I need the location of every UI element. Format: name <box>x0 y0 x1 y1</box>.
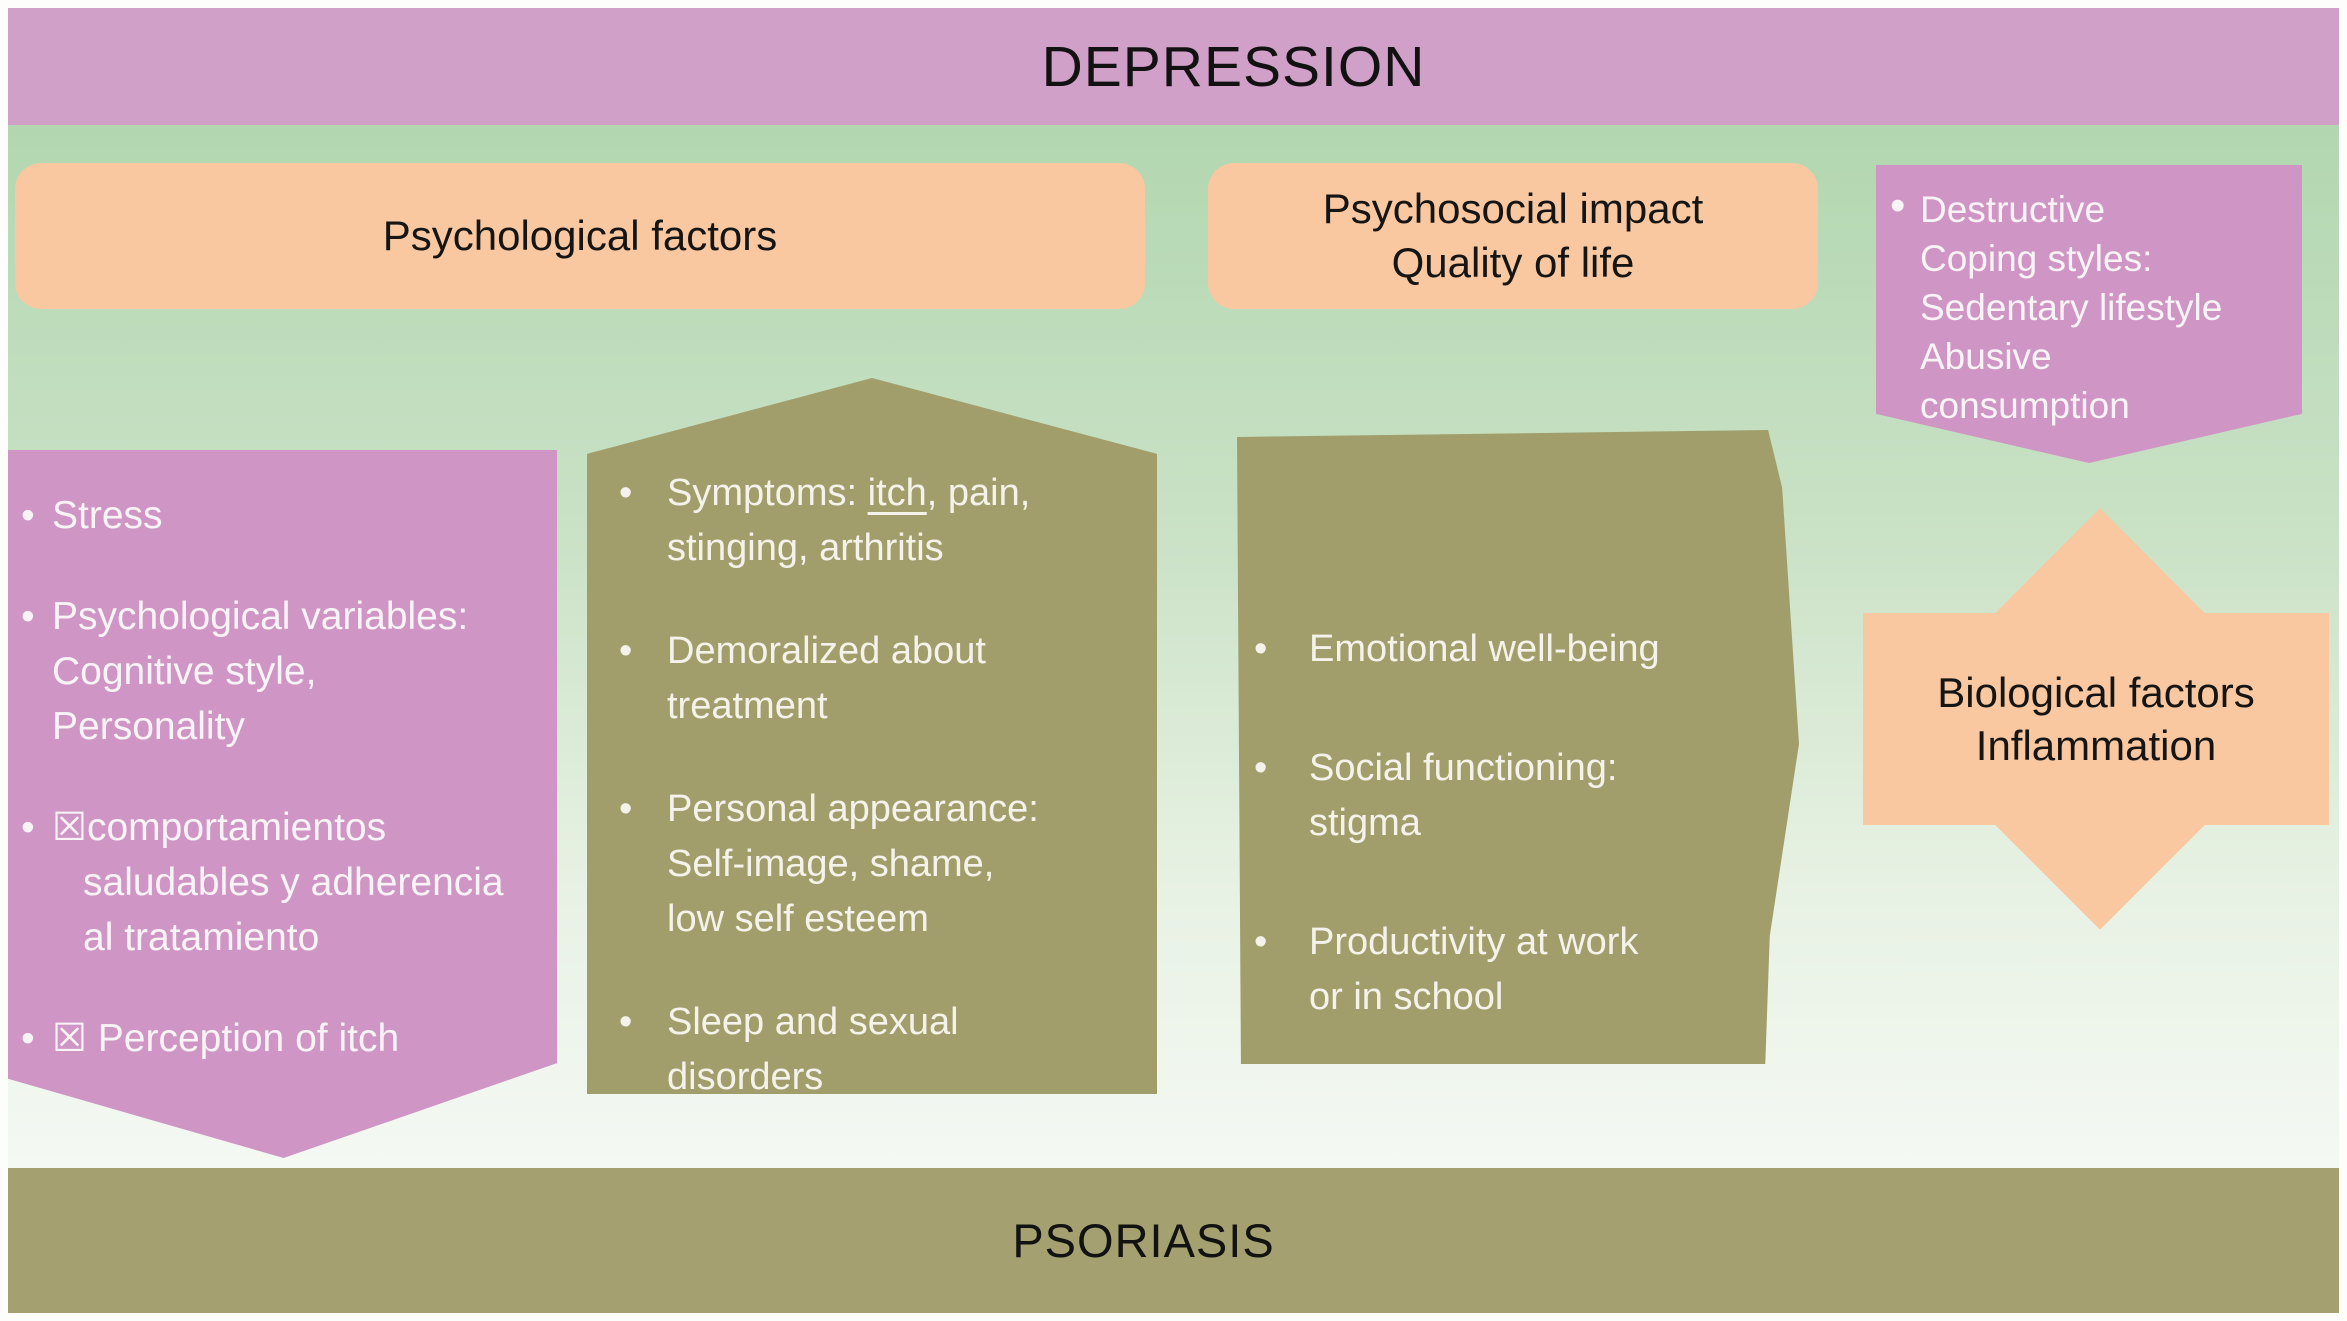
psychosocial-impact-box: Psychosocial impact Quality of life <box>1208 163 1818 309</box>
list-item: • Demoralized about treatment <box>587 624 1157 734</box>
biological-factors-label: Biological factors Inflammation <box>1937 669 2255 769</box>
list-item: • Psychological variables: Cognitive sty… <box>8 589 557 754</box>
coping-line: • Destructive <box>1890 181 2106 230</box>
list-item: • Social functioning: stigma <box>1237 741 1799 851</box>
list-item: • Personal appearance: Self-image, shame… <box>587 782 1157 947</box>
depression-band: DEPRESSION <box>8 8 2339 125</box>
list-item: • Stress <box>8 488 557 543</box>
coping-line: Coping styles: <box>1920 238 2153 279</box>
psychological-factors-label: Psychological factors <box>382 212 778 259</box>
quality-of-life-panel: • Emotional well-being • Social function… <box>1237 430 1799 1064</box>
symptoms-line: Symptoms: itch, pain, <box>667 472 1031 514</box>
depression-title: DEPRESSION <box>1041 34 1426 99</box>
bullet-icon: • <box>1254 747 1268 789</box>
bullet-icon: • <box>619 630 633 672</box>
psoriasis-band: PSORIASIS <box>8 1168 2339 1313</box>
bullet-icon: • <box>619 472 633 514</box>
coping-line: Abusive <box>1920 336 2052 377</box>
list-item: • ☒comportamientos saludables y adherenc… <box>8 800 557 965</box>
coping-line: Sedentary lifestyle <box>1920 287 2223 328</box>
biological-factors-rect <box>1863 613 2329 825</box>
coping-line: consumption <box>1920 385 2130 426</box>
coping-styles-panel: • Destructive Coping styles: Sedentary l… <box>1876 165 2302 463</box>
psychological-factors-panel: • Stress • Psychological variables: Cogn… <box>8 450 557 1158</box>
bullet-icon: • <box>619 788 633 830</box>
psoriasis-title: PSORIASIS <box>1012 1214 1275 1267</box>
bullet-icon: • <box>1890 181 1906 230</box>
list-item: • Symptoms: itch, pain, stinging, arthri… <box>587 466 1157 576</box>
list-item: • Emotional well-being <box>1237 622 1799 677</box>
list-item: • ☒ Perception of itch <box>8 1011 557 1066</box>
bullet-icon: • <box>1254 921 1268 963</box>
psychological-factors-box: Psychological factors <box>15 163 1145 309</box>
underlined-itch: itch <box>867 472 927 514</box>
list-item: • Sleep and sexual disorders <box>587 995 1157 1094</box>
bullet-icon: • <box>21 595 35 638</box>
bullet-icon: • <box>21 806 35 849</box>
psychosocial-impact-line1: Psychosocial impact <box>1322 185 1704 232</box>
symptoms-panel: • Symptoms: itch, pain, stinging, arthri… <box>587 378 1157 1094</box>
bullet-icon: • <box>619 1001 633 1043</box>
bullet-icon: • <box>21 1017 35 1060</box>
list-item: • Productivity at work or in school <box>1237 915 1799 1025</box>
bullet-icon: • <box>21 494 35 537</box>
bullet-icon: • <box>1254 628 1268 670</box>
psychosocial-impact-line2: Quality of life <box>1391 239 1635 286</box>
